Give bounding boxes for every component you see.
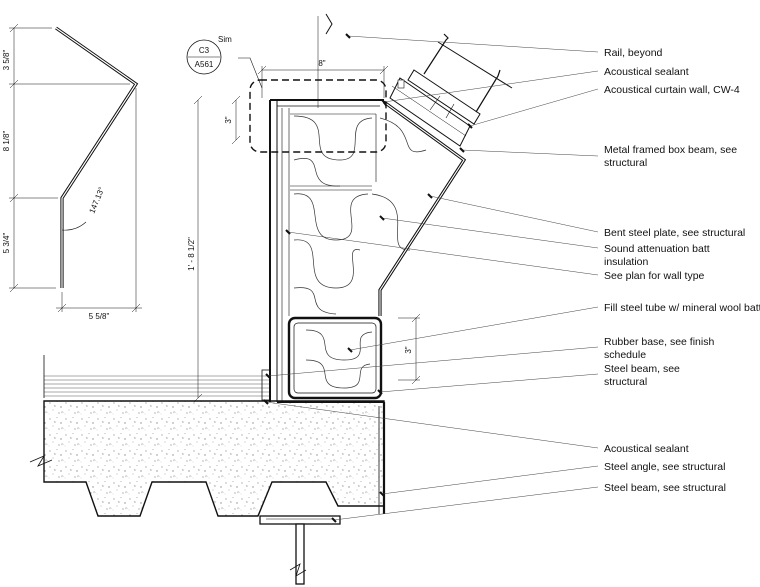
callout-qualifier: Sim <box>218 35 232 44</box>
note-list: Rail, beyond Acoustical sealant Acoustic… <box>604 47 760 494</box>
note-rail-beyond: Rail, beyond <box>604 47 663 59</box>
note-rubber-base-1: Rubber base, see finish <box>604 336 714 348</box>
bent-plate-profile: 147.13° <box>55 26 139 288</box>
curtain-wall-frame <box>389 69 481 147</box>
note-box-beam-2: structural <box>604 157 647 169</box>
rail-beyond <box>423 33 513 113</box>
note-steel-beam-bottom: Steel beam, see structural <box>604 482 726 494</box>
profile-dimensions <box>9 23 142 313</box>
insulation-batt <box>293 115 427 389</box>
note-curtain-wall: Acoustical curtain wall, CW-4 <box>604 84 740 96</box>
callout-sheet: A561 <box>195 60 214 69</box>
section-dim-height: 1' - 8 1/2" <box>187 237 196 271</box>
note-steel-beam-1: Steel beam, see <box>604 363 680 375</box>
beam-break-line <box>289 563 307 577</box>
note-acoustical-sealant-bottom: Acoustical sealant <box>604 443 689 455</box>
note-rubber-base-2: schedule <box>604 349 646 361</box>
concrete-slab-on-deck <box>43 400 385 517</box>
bent-steel-plate <box>378 100 467 316</box>
note-steel-tube: Fill steel tube w/ mineral wool batt <box>604 302 760 314</box>
steel-beam-section <box>259 515 341 585</box>
profile-dim-width: 5 5/8" <box>89 312 110 321</box>
note-steel-beam-2: structural <box>604 376 647 388</box>
slab-break-line <box>29 455 53 467</box>
profile-dim-mid: 8 1/8" <box>2 131 11 152</box>
note-box-beam-1: Metal framed box beam, see <box>604 144 737 156</box>
note-batt-1: Sound attenuation batt <box>604 243 710 255</box>
leader-lines <box>265 35 599 521</box>
profile-dim-top: 3 5/8" <box>2 50 11 71</box>
profile-dim-low: 5 3/4" <box>2 233 11 254</box>
section-dim-sill: 3" <box>224 116 233 123</box>
note-wall-type: See plan for wall type <box>604 270 705 282</box>
section-dim-tube: 3" <box>404 346 413 353</box>
note-batt-2: insulation <box>604 256 649 268</box>
profile-angle-label: 147.13° <box>88 186 107 215</box>
floor-finish <box>43 355 270 398</box>
note-acoustical-sealant-top: Acoustical sealant <box>604 66 689 78</box>
section-dimensions <box>193 13 421 403</box>
leader-ticks <box>263 33 473 523</box>
section-callout: C3 A561 Sim <box>186 35 263 89</box>
callout-detail: C3 <box>199 46 210 55</box>
section-dim-width: 8" <box>318 59 325 68</box>
note-bent-plate: Bent steel plate, see structural <box>604 227 745 239</box>
note-steel-angle: Steel angle, see structural <box>604 461 725 473</box>
